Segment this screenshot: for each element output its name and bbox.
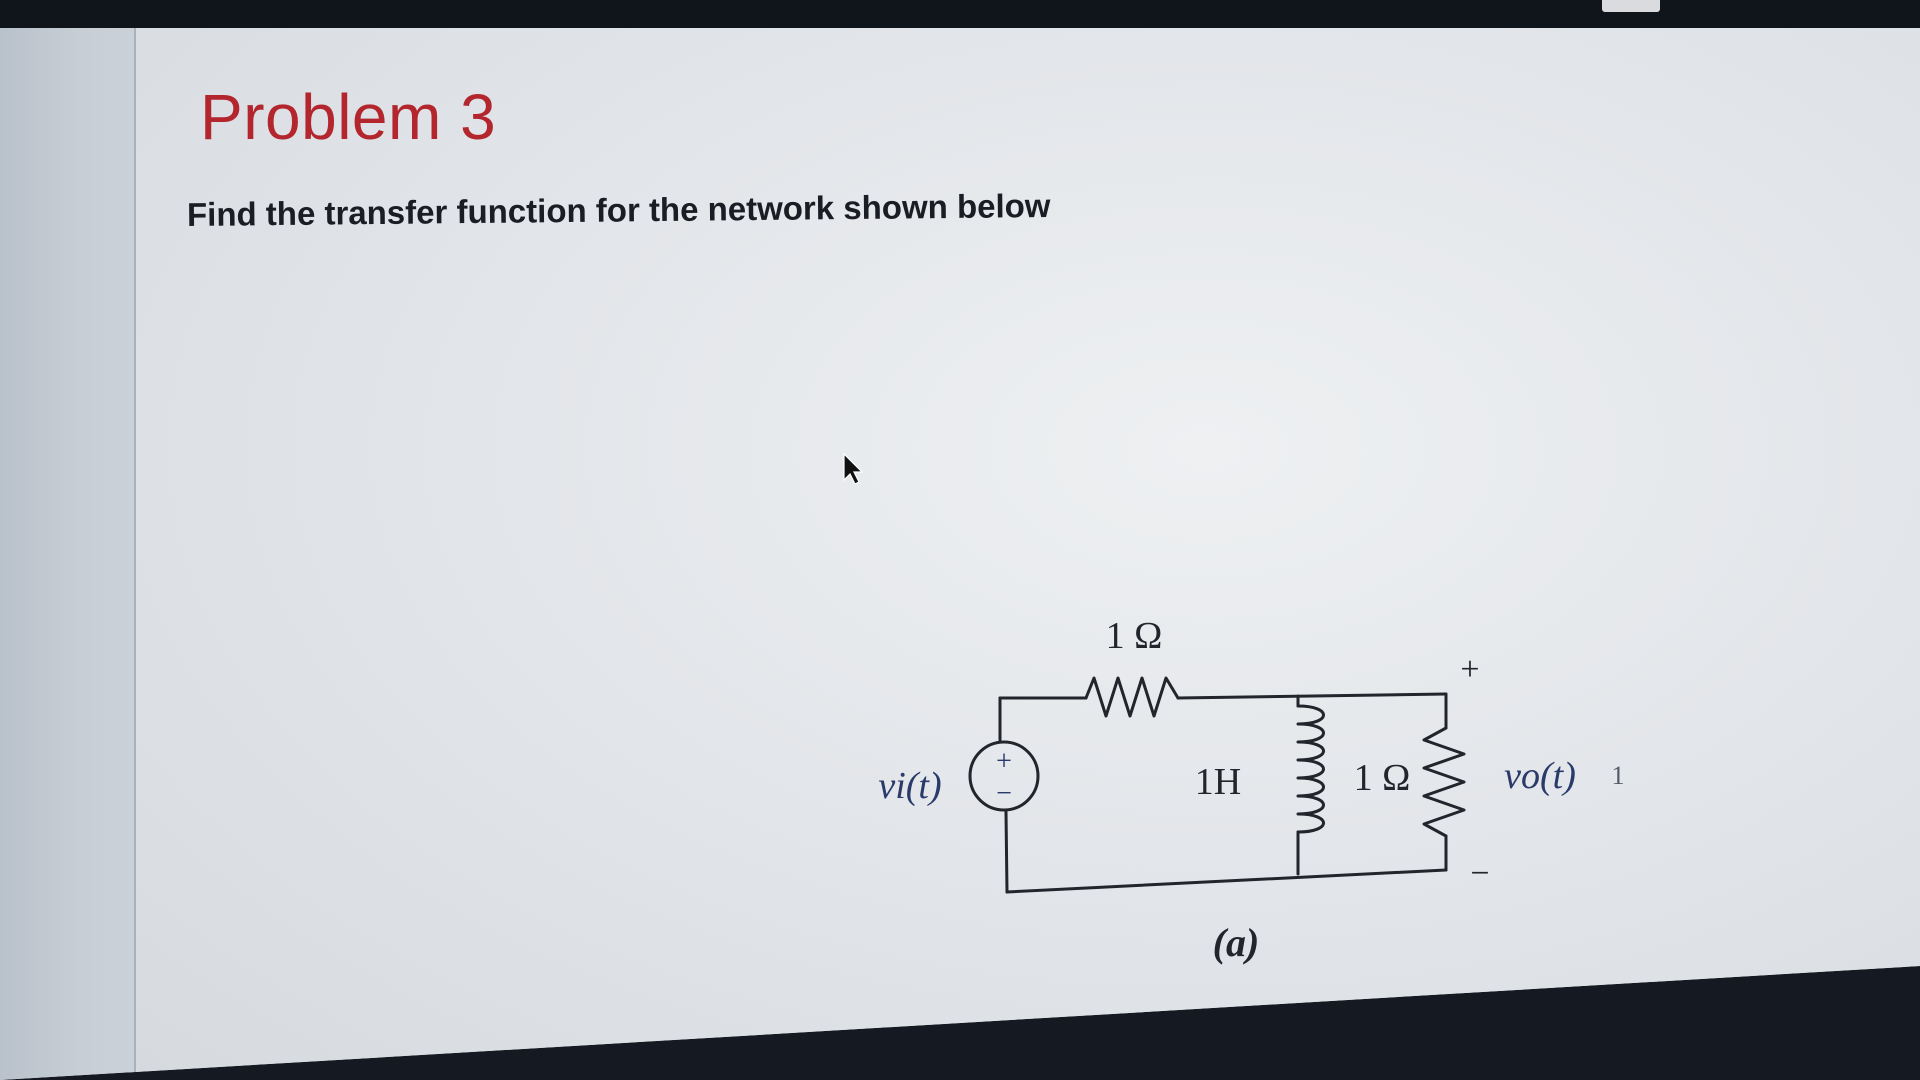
shunt-resistor-label: 1 Ω [1354,757,1411,799]
wire-bottom [1005,868,1448,894]
figure-caption: (a) [1213,920,1260,965]
inductor-label: 1H [1195,761,1241,803]
output-plus: + [1460,651,1479,688]
source-minus: − [996,778,1012,809]
page-title: Problem 3 [200,81,497,153]
output-minus: − [1470,855,1489,892]
shunt-resistor [1422,726,1466,838]
top-tab [1602,0,1660,12]
input-source-label: vi(t) [878,765,941,807]
source-plus: + [996,746,1012,777]
mouse-pointer-icon [843,452,864,485]
monitor-surface: Problem 3 Find the transfer function for… [0,28,1920,1080]
inductor-coil [1296,704,1325,834]
voltage-source [968,740,1040,812]
series-resistor [1084,676,1180,718]
stray-mark: 1 [1612,761,1625,790]
series-resistor-label: 1 Ω [1106,615,1163,657]
document-page [136,28,1920,1080]
monitor-top-bezel [0,0,1920,28]
left-sidebar-panel [0,28,136,1080]
wire-left-bottom [1004,810,1009,894]
wire-top-right [1176,692,1448,700]
circuit-diagram: + − 1 Ω 1H 1 Ω vi(t) vo(t) + − 1 (a) [878,615,1625,965]
output-label: vo(t) [1504,755,1576,797]
